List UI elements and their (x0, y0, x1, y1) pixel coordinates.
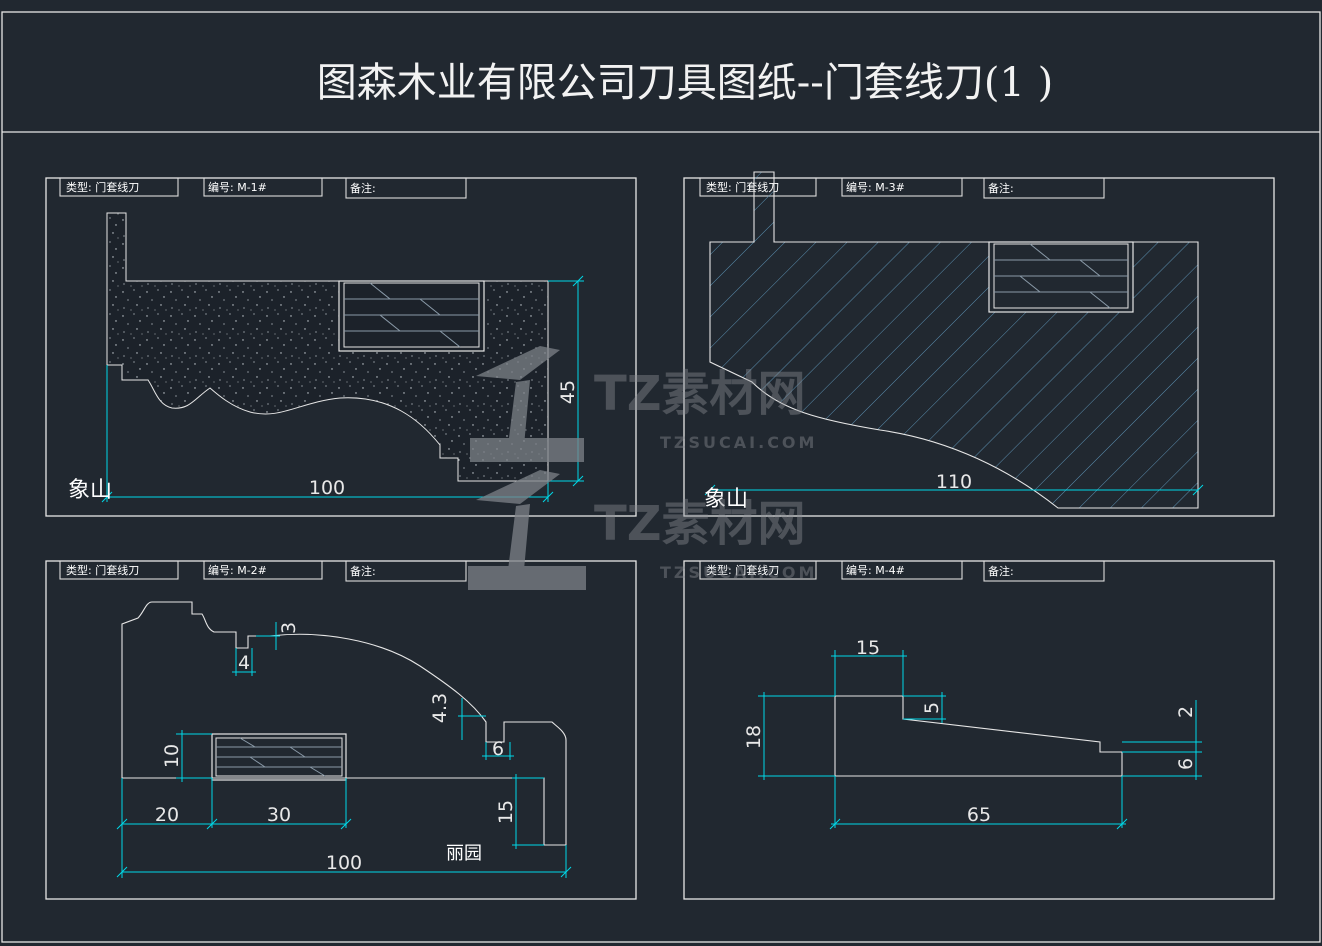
m2-dim-3: 3 (278, 622, 300, 634)
m3-code-label: 编号: M-3# (846, 180, 905, 194)
m4-note-box (983, 560, 1105, 582)
m2-dim-20: 20 (155, 804, 179, 826)
m2-dim-6: 6 (492, 738, 504, 760)
drawing-title: 图森木业有限公司刀具图纸--门套线刀(1 ) (317, 60, 1053, 106)
m1-blank-profile (106, 212, 549, 482)
panel-m4-border (683, 560, 1275, 900)
m2-dim-15: 15 (495, 800, 517, 824)
m1-type-box (59, 177, 179, 197)
m1-type-label: 类型: 门套线刀 (66, 180, 139, 194)
m2-dim-30: 30 (267, 804, 291, 826)
m2-type-box (59, 560, 179, 580)
panel-m1: 类型: 门套线刀 编号: M-1# 备注: 45 (45, 177, 637, 517)
m4-dim-65: 65 (967, 804, 991, 826)
panel-m2-border (45, 560, 637, 900)
m3-note-label: 备注: (988, 181, 1014, 195)
watermark-logo-icon (468, 346, 586, 590)
m1-note-box (345, 177, 467, 199)
m1-wood-insert (338, 280, 485, 352)
m2-dimension-lines (116, 622, 572, 878)
m4-type-label: 类型: 门套线刀 (706, 563, 779, 577)
panel-m3-border (683, 177, 1275, 517)
m3-code-box (841, 177, 963, 197)
m2-type-label: 类型: 门套线刀 (66, 563, 139, 577)
m2-code-label: 编号: M-2# (208, 563, 267, 577)
m4-dimension-lines (758, 650, 1202, 830)
m1-code-box (203, 177, 323, 197)
m4-type-box (699, 560, 817, 580)
m4-profile-outline (834, 695, 1123, 777)
m2-dim-10: 10 (161, 744, 183, 768)
m1-code-label: 编号: M-1# (208, 180, 267, 194)
panel-m1-border (45, 177, 637, 517)
m1-dim-45: 45 (557, 380, 579, 404)
m3-dim-110: 110 (936, 471, 972, 493)
m4-dim-6: 6 (1175, 758, 1197, 770)
m4-code-label: 编号: M-4# (846, 563, 905, 577)
watermark-url-2: TZSUCAI.COM (660, 563, 817, 582)
m4-dim-15: 15 (856, 637, 880, 659)
m1-location-label: 象山 (68, 478, 112, 503)
m4-dim-18: 18 (743, 725, 765, 749)
m3-blank-profile (709, 171, 1199, 509)
m2-note-label: 备注: (350, 564, 376, 578)
watermark-brand: TZ素材网 (594, 366, 806, 422)
m2-profile-outline (121, 601, 567, 846)
m4-code-box (841, 560, 963, 580)
m1-note-label: 备注: (350, 181, 376, 195)
m3-location-label: 象山 (704, 487, 748, 512)
panel-m2: 类型: 门套线刀 编号: M-2# 备注: (45, 560, 637, 900)
m2-dim-4-3: 4.3 (429, 693, 451, 723)
m2-wood-insert (211, 733, 347, 781)
m1-dimension-width (101, 365, 554, 503)
watermark-brand-2: TZ素材网 (594, 496, 806, 552)
m4-dim-2: 2 (1175, 706, 1197, 718)
m4-note-label: 备注: (988, 564, 1014, 578)
m3-note-box (983, 177, 1105, 199)
watermark-url: TZSUCAI.COM (660, 433, 817, 452)
m2-dim-100: 100 (326, 852, 362, 874)
m1-dim-100: 100 (309, 477, 345, 499)
m2-location-label: 丽园 (446, 843, 482, 864)
watermark: TZ素材网 TZSUCAI.COM TZ素材网 TZSUCAI.COM (468, 346, 817, 590)
m4-dim-5: 5 (921, 702, 943, 714)
panel-m3: 类型: 门套线刀 编号: M-3# 备注: 110 象山 (683, 171, 1275, 517)
panel-m4: 类型: 门套线刀 编号: M-4# 备注: (683, 560, 1275, 900)
m2-dim-4: 4 (238, 652, 250, 674)
m3-wood-insert (988, 241, 1134, 313)
m3-dimension-width (704, 484, 1204, 496)
outer-border (1, 11, 1321, 943)
m2-note-box (345, 560, 467, 582)
m2-code-box (203, 560, 323, 580)
